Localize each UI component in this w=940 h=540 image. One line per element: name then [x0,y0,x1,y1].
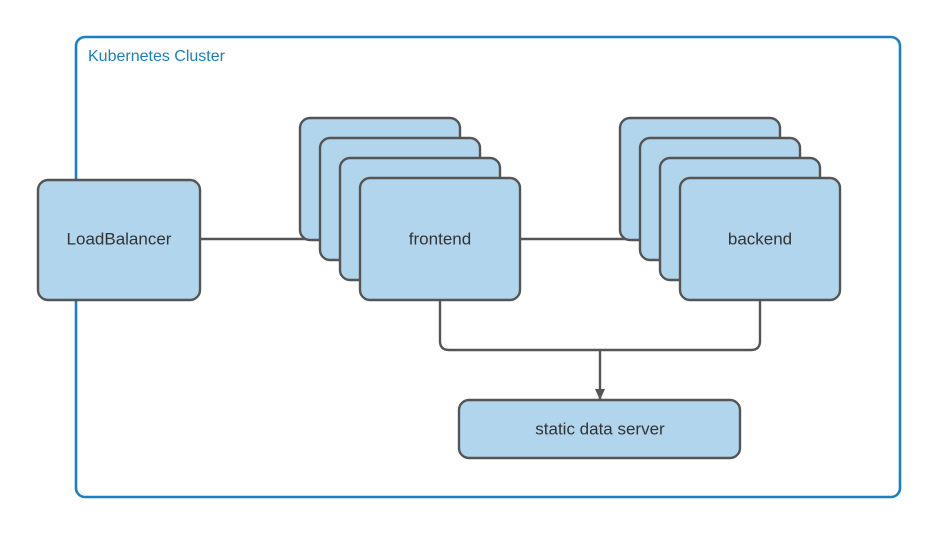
node-backend-shape[interactable] [678,176,842,302]
node-backend-label: backend [728,229,792,248]
node-static-data-server-label: static data server [535,419,665,438]
node-frontend-shape[interactable] [358,176,522,302]
node-static-data-server-shape[interactable] [457,398,742,460]
node-loadbalancer-label: LoadBalancer [67,229,172,248]
node-loadbalancer-shape[interactable] [36,178,202,302]
node-static-data-server[interactable]: static data server [457,398,742,460]
edge-backend-to-static [600,300,762,352]
node-frontend[interactable]: frontend [298,116,522,302]
node-backend[interactable]: backend [618,116,842,302]
node-loadbalancer[interactable]: LoadBalancer [36,178,202,302]
node-frontend-label: frontend [409,229,471,248]
cluster-label: Kubernetes Cluster [88,48,226,65]
edge-frontend-to-static [438,300,600,352]
